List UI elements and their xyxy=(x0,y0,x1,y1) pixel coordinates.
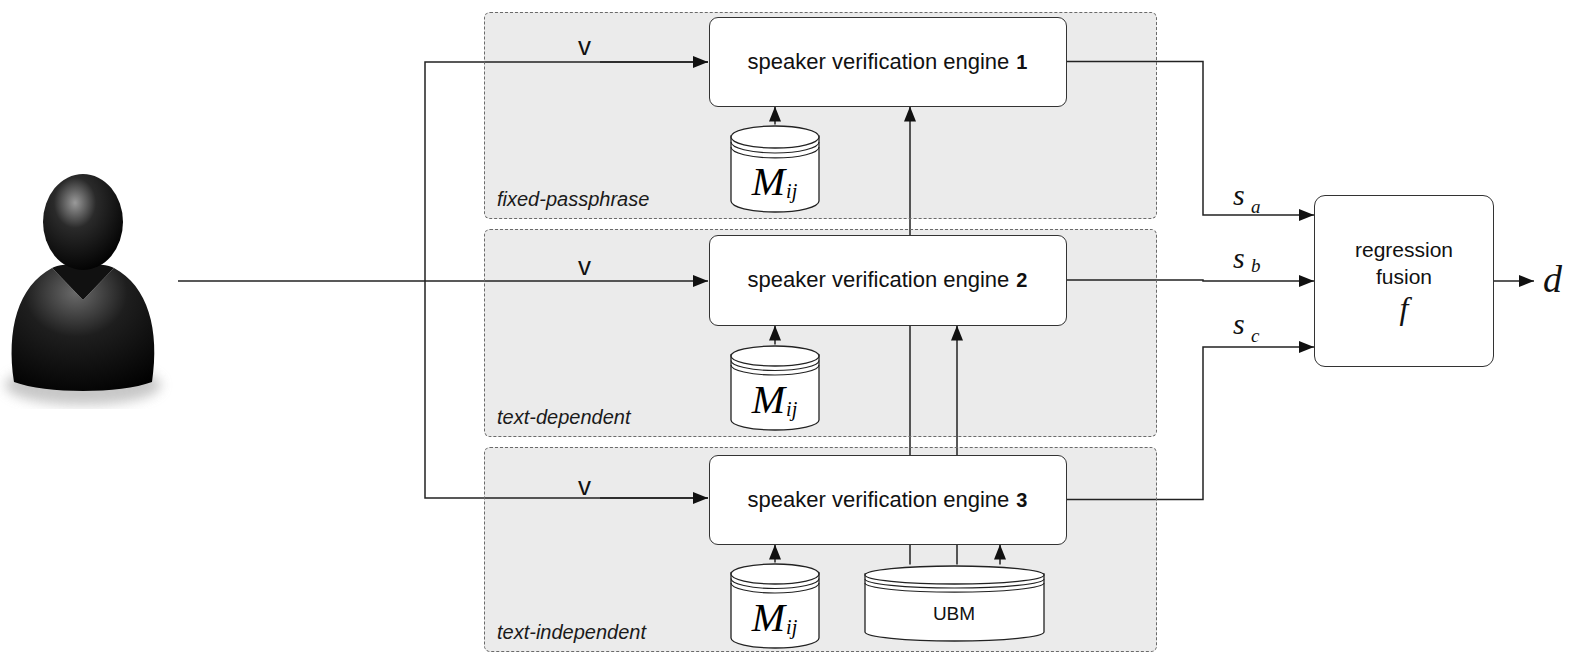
connector xyxy=(956,326,958,565)
database-symbol: M xyxy=(752,376,785,423)
score-label: s xyxy=(1233,180,1245,210)
cylinder-body xyxy=(731,136,819,212)
score-label: s xyxy=(1233,309,1245,339)
score-label: s xyxy=(1233,243,1245,273)
cylinder-body xyxy=(865,574,1044,641)
decision-label: d xyxy=(1543,260,1562,298)
voice-arrow xyxy=(600,497,708,499)
database-subscript: ij xyxy=(786,398,797,421)
engine-number: 3 xyxy=(1016,489,1027,512)
cylinder-ring xyxy=(731,578,819,588)
engine-label: speaker verification engine 3 xyxy=(748,487,1028,513)
cylinder-label: UBM xyxy=(864,587,1045,642)
engine-name: speaker verification engine xyxy=(748,267,1010,293)
connector xyxy=(774,545,776,563)
group-panel: text-independent speaker verification eng… xyxy=(484,447,1157,652)
engine-label: speaker verification engine 1 xyxy=(748,49,1028,75)
engine-name: speaker verification engine xyxy=(748,49,1010,75)
cylinder-label: Mij xyxy=(730,151,820,213)
cylinder-top xyxy=(731,564,819,584)
connector xyxy=(999,545,1001,565)
engine-box: speaker verification engine 2 xyxy=(709,235,1067,326)
panel-title: text-independent xyxy=(497,622,646,642)
voice-signal-label: v xyxy=(578,473,591,499)
database-cylinder: Mij xyxy=(730,345,820,431)
connector xyxy=(1067,280,1315,281)
cylinder-label: Mij xyxy=(730,369,820,431)
cylinder-ring xyxy=(731,146,819,157)
cylinder-label: Mij xyxy=(730,587,820,649)
voice-input-line xyxy=(178,280,708,282)
decision-output-arrow xyxy=(1494,280,1534,282)
cylinder-outline xyxy=(730,345,820,431)
fusion-name: regression fusion xyxy=(1344,236,1464,291)
engine-label: speaker verification engine 2 xyxy=(748,267,1028,293)
voice-arrow xyxy=(600,61,708,63)
panel-title: fixed-passphrase xyxy=(497,189,649,209)
voice-signal-label: v xyxy=(578,33,591,59)
database-symbol: M xyxy=(752,594,785,641)
engine-box: speaker verification engine 3 xyxy=(709,455,1067,545)
cylinder-top xyxy=(731,126,819,148)
cylinder-outline xyxy=(730,125,820,213)
cylinder-outline xyxy=(730,563,820,649)
connector xyxy=(1067,347,1315,500)
cylinder-ring xyxy=(731,141,819,152)
engine-number: 1 xyxy=(1016,51,1027,74)
score-subscript: a xyxy=(1251,197,1261,216)
engine-box: speaker verification engine 1 xyxy=(709,17,1067,107)
voice-branch-line xyxy=(425,62,708,498)
database-cylinder: UBM xyxy=(864,565,1045,642)
cylinder-body xyxy=(731,355,819,430)
panel-title: text-dependent xyxy=(497,407,630,427)
group-panel: fixed-passphrase speaker verification eng… xyxy=(484,12,1157,219)
person-icon xyxy=(5,174,161,405)
database-cylinder: Mij xyxy=(730,125,820,213)
database-subscript: ij xyxy=(786,616,797,639)
cylinder-outline xyxy=(864,565,1045,642)
panel-fill xyxy=(484,447,1157,652)
group-panel: text-dependent speaker verification engin… xyxy=(484,229,1157,437)
cylinder-top xyxy=(865,566,1044,584)
cylinder-top xyxy=(731,346,819,366)
connector xyxy=(774,107,776,125)
connector xyxy=(909,107,911,565)
engine-name: speaker verification engine xyxy=(748,487,1010,513)
fusion-box: regression fusionf xyxy=(1314,195,1494,367)
database-subscript: ij xyxy=(786,180,797,203)
panel-fill xyxy=(484,12,1157,219)
engine-number: 2 xyxy=(1016,269,1027,292)
voice-signal-label: v xyxy=(578,253,591,279)
cylinder-ring xyxy=(731,365,819,375)
cylinder-ring xyxy=(865,579,1044,588)
cylinder-ring xyxy=(865,583,1044,592)
database-symbol: M xyxy=(752,158,785,205)
database-symbol: UBM xyxy=(933,603,975,625)
cylinder-ring xyxy=(731,583,819,593)
cylinder-body xyxy=(731,573,819,648)
connector xyxy=(774,326,776,345)
cylinder-ring xyxy=(731,360,819,370)
database-cylinder: Mij xyxy=(730,563,820,649)
score-subscript: b xyxy=(1251,256,1261,275)
panel-fill xyxy=(484,229,1157,437)
connector xyxy=(1067,62,1315,216)
score-subscript: c xyxy=(1251,326,1259,345)
fusion-function: f xyxy=(1400,291,1409,326)
